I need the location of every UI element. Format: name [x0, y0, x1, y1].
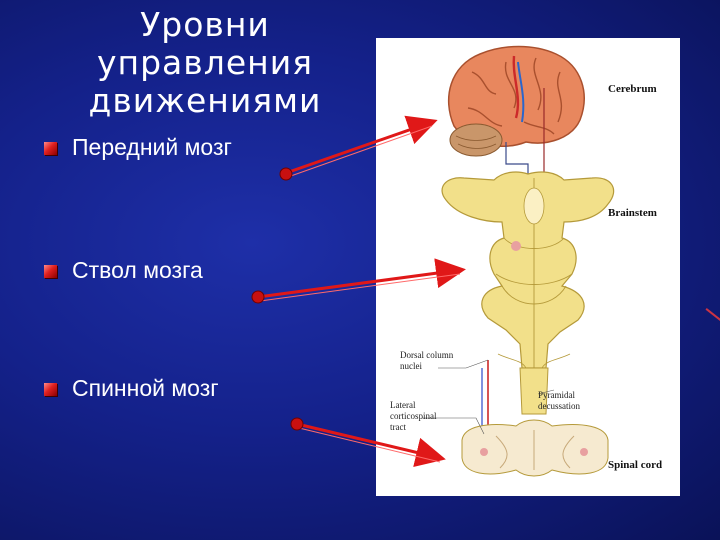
label-brainstem: Brainstem	[608, 207, 657, 219]
anatomy-diagram: Cerebrum Brainstem Dorsal column nuclei …	[390, 45, 662, 477]
anatomy-figure: Cerebrum Brainstem Dorsal column nuclei …	[376, 38, 680, 496]
label-lateral-1: Lateral	[390, 400, 416, 410]
title-line-3: движениями	[88, 81, 322, 120]
brainstem-illustration	[441, 171, 615, 415]
label-spinal-cord: Spinal cord	[608, 459, 662, 471]
item-spinal-cord: Спинной мозг	[72, 375, 219, 401]
decorative-edge-line	[705, 308, 720, 322]
bullet-square-icon	[44, 265, 57, 278]
cerebrum-illustration	[447, 45, 585, 157]
spinal-cord-illustration	[461, 419, 609, 477]
label-lateral-2: corticospinal	[390, 411, 437, 421]
title-line-1: Уровни	[140, 5, 270, 44]
bullet-square-icon	[44, 383, 57, 396]
bullet-square-icon	[44, 142, 57, 155]
label-pyramidal-1: Pyramidal	[538, 390, 575, 400]
label-pyramidal-2: decussation	[538, 401, 580, 411]
slide-title: Уровни управления движениями	[60, 6, 350, 120]
label-dorsal-column-2: nuclei	[400, 361, 422, 371]
title-line-2: управления	[97, 43, 313, 82]
label-cerebrum: Cerebrum	[608, 83, 657, 95]
label-lateral-3: tract	[390, 422, 406, 432]
label-dorsal-column-1: Dorsal column	[400, 350, 454, 360]
item-brainstem: Ствол мозга	[72, 257, 203, 283]
item-forebrain: Передний мозг	[72, 134, 232, 160]
